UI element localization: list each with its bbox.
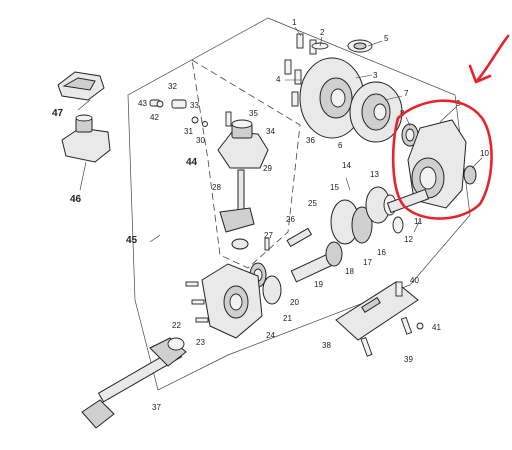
seal-10 — [463, 165, 477, 185]
callout-33: 33 — [190, 101, 199, 110]
callout-27: 27 — [264, 231, 273, 240]
callout-37: 37 — [152, 403, 161, 412]
callout-36: 36 — [306, 136, 315, 145]
callout-5: 5 — [384, 34, 389, 43]
shaft-11-12 — [386, 188, 430, 234]
bevel-gear-7 — [349, 81, 403, 143]
gear-stack-13-17 — [330, 186, 397, 245]
shaft-28 — [219, 169, 255, 250]
callout-31: 31 — [184, 127, 193, 136]
callout-44: 44 — [186, 157, 198, 168]
callout-35: 35 — [249, 109, 258, 118]
callout-45: 45 — [126, 235, 138, 246]
callout-19: 19 — [314, 280, 323, 289]
callout-18: 18 — [345, 267, 354, 276]
seal-5 — [347, 39, 373, 53]
callout-32: 32 — [168, 82, 177, 91]
callout-30: 30 — [196, 136, 205, 145]
bolts-1-2-4 — [284, 33, 329, 107]
housing-46 — [61, 114, 111, 163]
subassembly-44-dashed-boundary — [191, 59, 301, 269]
callout-10: 10 — [480, 149, 489, 158]
callout-26: 26 — [286, 215, 295, 224]
callout-43: 43 — [138, 99, 147, 108]
callout-28: 28 — [212, 183, 221, 192]
callout-labels: 1 2 3 4 5 6 7 8 9 10 11 12 13 14 15 16 1… — [52, 18, 489, 412]
callout-21: 21 — [283, 314, 292, 323]
leader-lines — [77, 26, 483, 243]
callout-29: 29 — [263, 164, 272, 173]
callout-15: 15 — [330, 183, 339, 192]
callout-14: 14 — [342, 161, 351, 170]
callout-11: 11 — [414, 217, 423, 226]
callout-7: 7 — [404, 89, 409, 98]
callout-6: 6 — [338, 141, 343, 150]
pin-27-26 — [264, 227, 313, 251]
callout-12: 12 — [404, 235, 413, 244]
callout-2: 2 — [320, 28, 325, 37]
callout-47: 47 — [52, 108, 64, 119]
callout-23: 23 — [196, 338, 205, 347]
gear-housing-9 — [407, 119, 467, 209]
callout-17: 17 — [363, 258, 372, 267]
bearing-18-19 — [290, 241, 343, 283]
callout-13: 13 — [370, 170, 379, 179]
lower-housing-23 — [201, 263, 263, 339]
callout-38: 38 — [322, 341, 331, 350]
bolts-39-40-41 — [360, 281, 424, 357]
annotation-arrow-icon — [468, 34, 510, 84]
annotation-circle — [391, 99, 493, 220]
bolts-22 — [185, 281, 209, 323]
seal-8 — [401, 123, 419, 147]
callout-22: 22 — [172, 321, 181, 330]
callout-40: 40 — [410, 276, 419, 285]
drive-shaft-37 — [81, 337, 187, 429]
callout-16: 16 — [377, 248, 386, 257]
bracket-38 — [335, 281, 419, 341]
callout-34: 34 — [266, 127, 275, 136]
callout-1: 1 — [292, 18, 297, 27]
callout-42: 42 — [150, 113, 159, 122]
callout-20: 20 — [290, 298, 299, 307]
housing-29 — [217, 119, 269, 169]
callout-25: 25 — [308, 199, 317, 208]
callout-39: 39 — [404, 355, 413, 364]
callout-46: 46 — [70, 194, 82, 205]
cover-47 — [57, 71, 105, 101]
callout-3: 3 — [373, 71, 378, 80]
callout-4: 4 — [276, 75, 281, 84]
flange-3 — [299, 57, 365, 139]
callout-41: 41 — [432, 323, 441, 332]
bearings-20-21 — [249, 262, 282, 305]
bolts-32-43 — [149, 99, 232, 127]
callout-24: 24 — [266, 331, 275, 340]
